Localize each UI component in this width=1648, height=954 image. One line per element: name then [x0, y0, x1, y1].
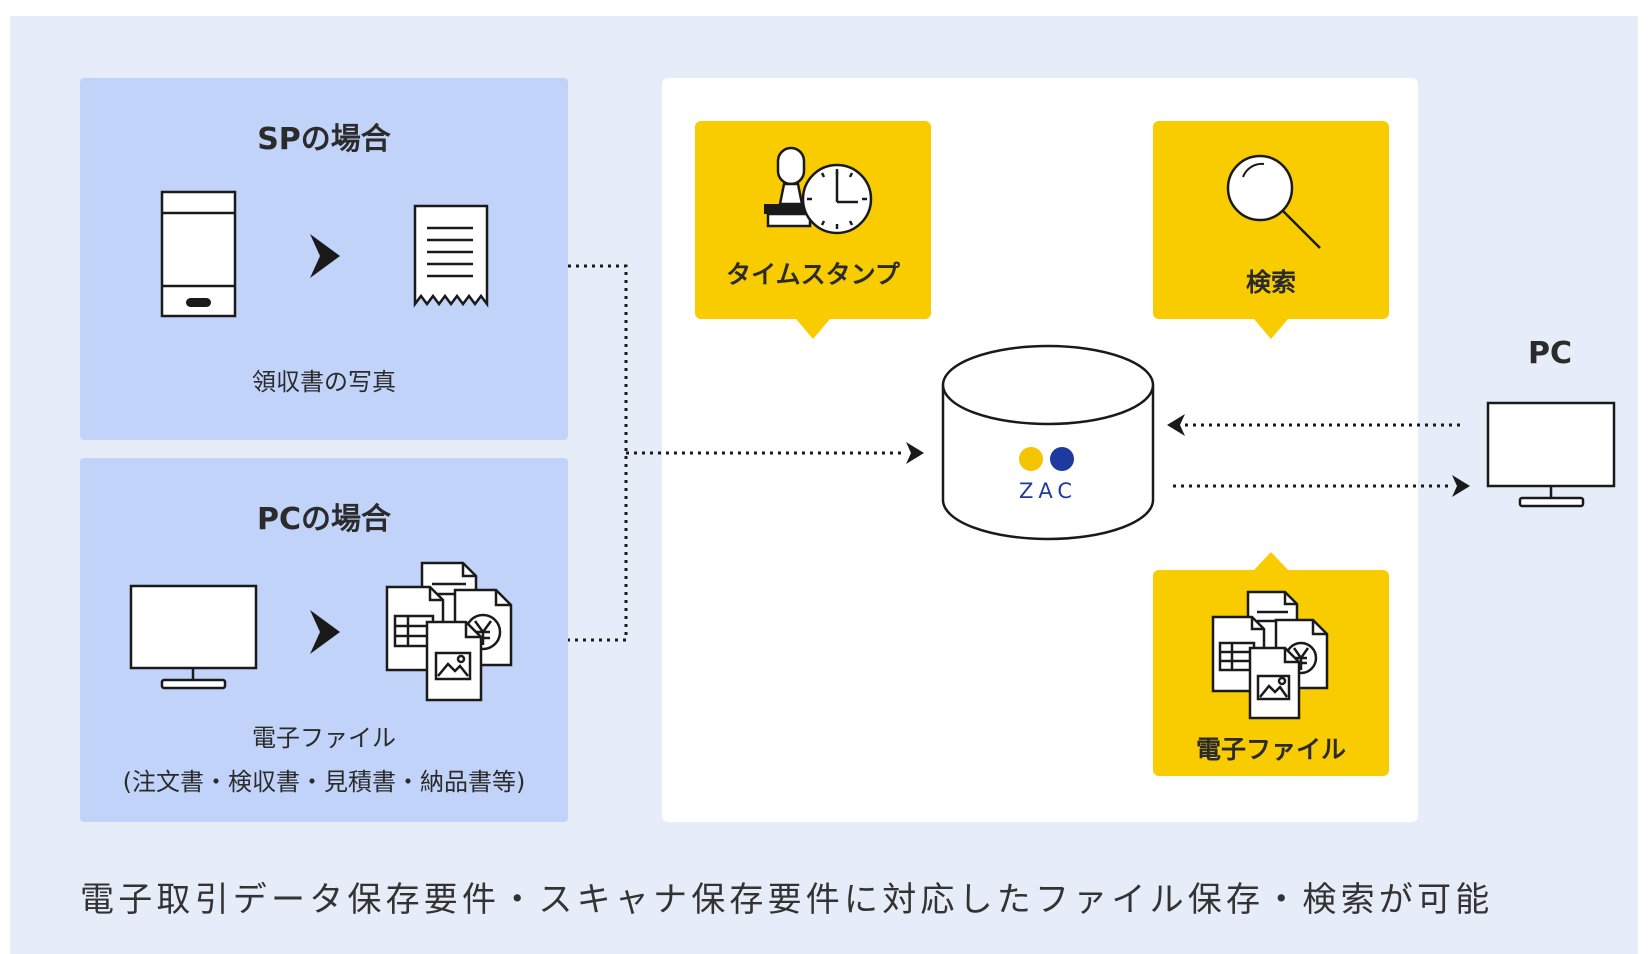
- timestamp-label: タイムスタンプ: [726, 260, 900, 289]
- search-bubble-pointer: [1254, 319, 1288, 339]
- footer-caption: 電子取引データ保存要件・スキャナ保存要件に対応したファイル保存・検索が可能: [80, 880, 1494, 920]
- pc-node-label: PC: [1527, 336, 1572, 371]
- documents-icon: [1211, 590, 1329, 720]
- pc-panel-title: PCの場合: [256, 502, 391, 537]
- arrow-into-database: [906, 442, 924, 464]
- efile-bubble-pointer: [1254, 552, 1288, 570]
- timestamp-bubble-pointer: [796, 319, 830, 339]
- magnifier-icon: [1226, 154, 1321, 249]
- smartphone-icon: [160, 190, 237, 318]
- pc-panel-caption-line2: (注文書・検収書・見積書・納品書等): [122, 768, 526, 796]
- sp-panel-caption: 領収書の写真: [252, 368, 396, 396]
- chevron-right-icon: [310, 610, 340, 654]
- monitor-icon: [129, 584, 258, 690]
- search-label: 検索: [1245, 268, 1296, 297]
- zac-logo: [1019, 447, 1074, 471]
- database-icon: [941, 344, 1155, 541]
- arrow-pc-to-database: [1167, 414, 1185, 436]
- pc-monitor-icon: [1486, 401, 1616, 508]
- arrow-database-to-pc: [1452, 475, 1470, 497]
- pc-panel-caption-line1: 電子ファイル: [252, 724, 396, 752]
- sp-panel-title: SPの場合: [257, 122, 391, 157]
- chevron-right-icon: [310, 234, 340, 278]
- efile-label: 電子ファイル: [1195, 735, 1346, 764]
- receipt-icon: [413, 204, 489, 308]
- input-connector: [568, 264, 906, 642]
- documents-icon: [385, 561, 513, 702]
- search-bubble: 検索: [1153, 121, 1389, 319]
- zac-logo-text: ZAC: [1019, 479, 1077, 503]
- stamp-clock-icon: [764, 146, 873, 235]
- pc-connector: [1173, 423, 1462, 488]
